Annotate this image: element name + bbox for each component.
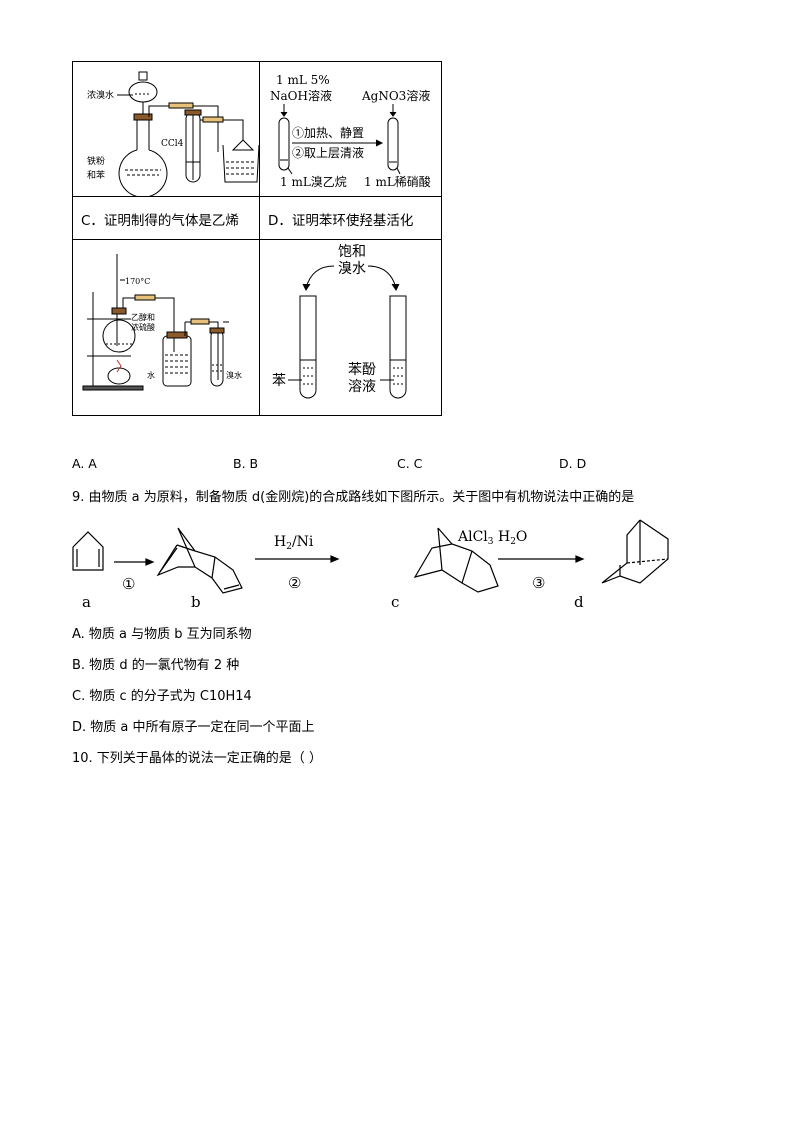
label-saturated: 饱和 [338,244,366,260]
table-divider [73,239,441,240]
q9-option-a[interactable]: A. 物质 a 与物质 b 互为同系物 [72,627,252,642]
step-2-label: ② [288,574,301,592]
option-c-header: C．证明制得的气体是乙烯 [73,197,259,239]
q8-option-a[interactable]: A. A [72,456,97,471]
apparatus-b: 1 mL 5% NaOH溶液 AgNO3溶液 ①加热、静置 ②取上层清液 1 m… [260,62,442,196]
apparatus-c: 170°C 乙醇和 浓硫酸 水 溴水 [73,240,259,416]
option-d-header: D．证明苯环使羟基活化 [260,197,442,239]
apparatus-d: 饱和 溴水 苯 苯酚 溶液 [260,240,442,416]
label-naoh: NaOH溶液 [270,88,332,103]
adamantane-synthesis-diagram: a b c d ① H2/Ni ② AlCl3 H2O ③ [72,519,669,611]
label-sulfuric-acid: 浓硫酸 [131,322,155,332]
label-benzene: 和苯 [87,169,105,181]
label-ccl4: CCl4 [161,139,184,149]
bromine-water-comparison-diagram: 饱和 溴水 苯 苯酚 溶液 [272,244,407,399]
label-iron-powder: 铁粉 [87,155,105,167]
apparatus-a: 浓溴水 CCl4 铁粉 和苯 [73,62,260,198]
ethylene-apparatus-diagram: 170°C 乙醇和 浓硫酸 水 溴水 [82,254,242,391]
synthesis-scheme: a b c d ① H2/Ni ② AlCl3 H2O ③ [60,515,680,615]
label-bromine-water-d: 溴水 [338,261,366,277]
label-step-heat: ①加热、静置 [292,126,364,140]
label-step-supernatant: ②取上层清液 [292,145,364,160]
table-divider-vertical [259,62,260,415]
q9-option-b[interactable]: B. 物质 d 的一氯代物有 2 种 [72,658,240,673]
q8-option-d[interactable]: D. D [559,456,587,471]
compound-a-label: a [82,593,91,611]
label-nitric-acid: 1 mL稀硝酸 [364,174,431,189]
label-bromine-water: 浓溴水 [87,89,114,101]
label-temperature: 170°C [125,277,150,286]
label-naoh-volume: 1 mL 5% [276,73,330,87]
label-phenol: 苯酚 [348,361,376,378]
label-solution: 溶液 [348,379,376,395]
q8-option-c[interactable]: C. C [397,456,423,471]
compound-d-label: d [574,593,584,611]
q9-option-d[interactable]: D. 物质 a 中所有原子一定在同一个平面上 [72,720,315,735]
q9-option-c[interactable]: C. 物质 c 的分子式为 C10H14 [72,689,252,704]
label-agno3: AgNO3溶液 [361,88,430,103]
label-bromine-water: 溴水 [226,370,242,380]
step-3-reagent: AlCl3 H2O [457,529,527,547]
experiment-table: 浓溴水 CCl4 铁粉 和苯 1 mL 5% NaOH溶液 AgNO3溶液 [72,61,442,416]
option-d-title: D．证明苯环使羟基活化 [268,213,414,229]
q8-option-b[interactable]: B. B [233,456,259,471]
step-3-label: ③ [532,574,545,592]
label-bromoethane: 1 mL溴乙烷 [280,175,347,189]
compound-c-label: c [391,593,399,611]
hydrolysis-diagram: 1 mL 5% NaOH溶液 AgNO3溶液 ①加热、静置 ②取上层清液 1 m… [270,73,431,189]
label-water: 水 [147,370,155,380]
step-1-label: ① [122,575,135,593]
option-c-title: C．证明制得的气体是乙烯 [81,213,239,229]
question-9-stem: 9. 由物质 a 为原料，制备物质 d(金刚烷)的合成路线如下图所示。关于图中有… [72,490,635,505]
step-2-reagent: H2/Ni [274,534,314,552]
label-ethanol: 乙醇和 [131,312,155,322]
table-divider [73,196,441,197]
bromination-apparatus-diagram: 浓溴水 CCl4 铁粉 和苯 [87,71,260,198]
label-benzene-d: 苯 [272,372,286,389]
compound-b-label: b [191,593,201,611]
question-10-stem: 10. 下列关于晶体的说法一定正确的是（ ） [72,751,322,766]
